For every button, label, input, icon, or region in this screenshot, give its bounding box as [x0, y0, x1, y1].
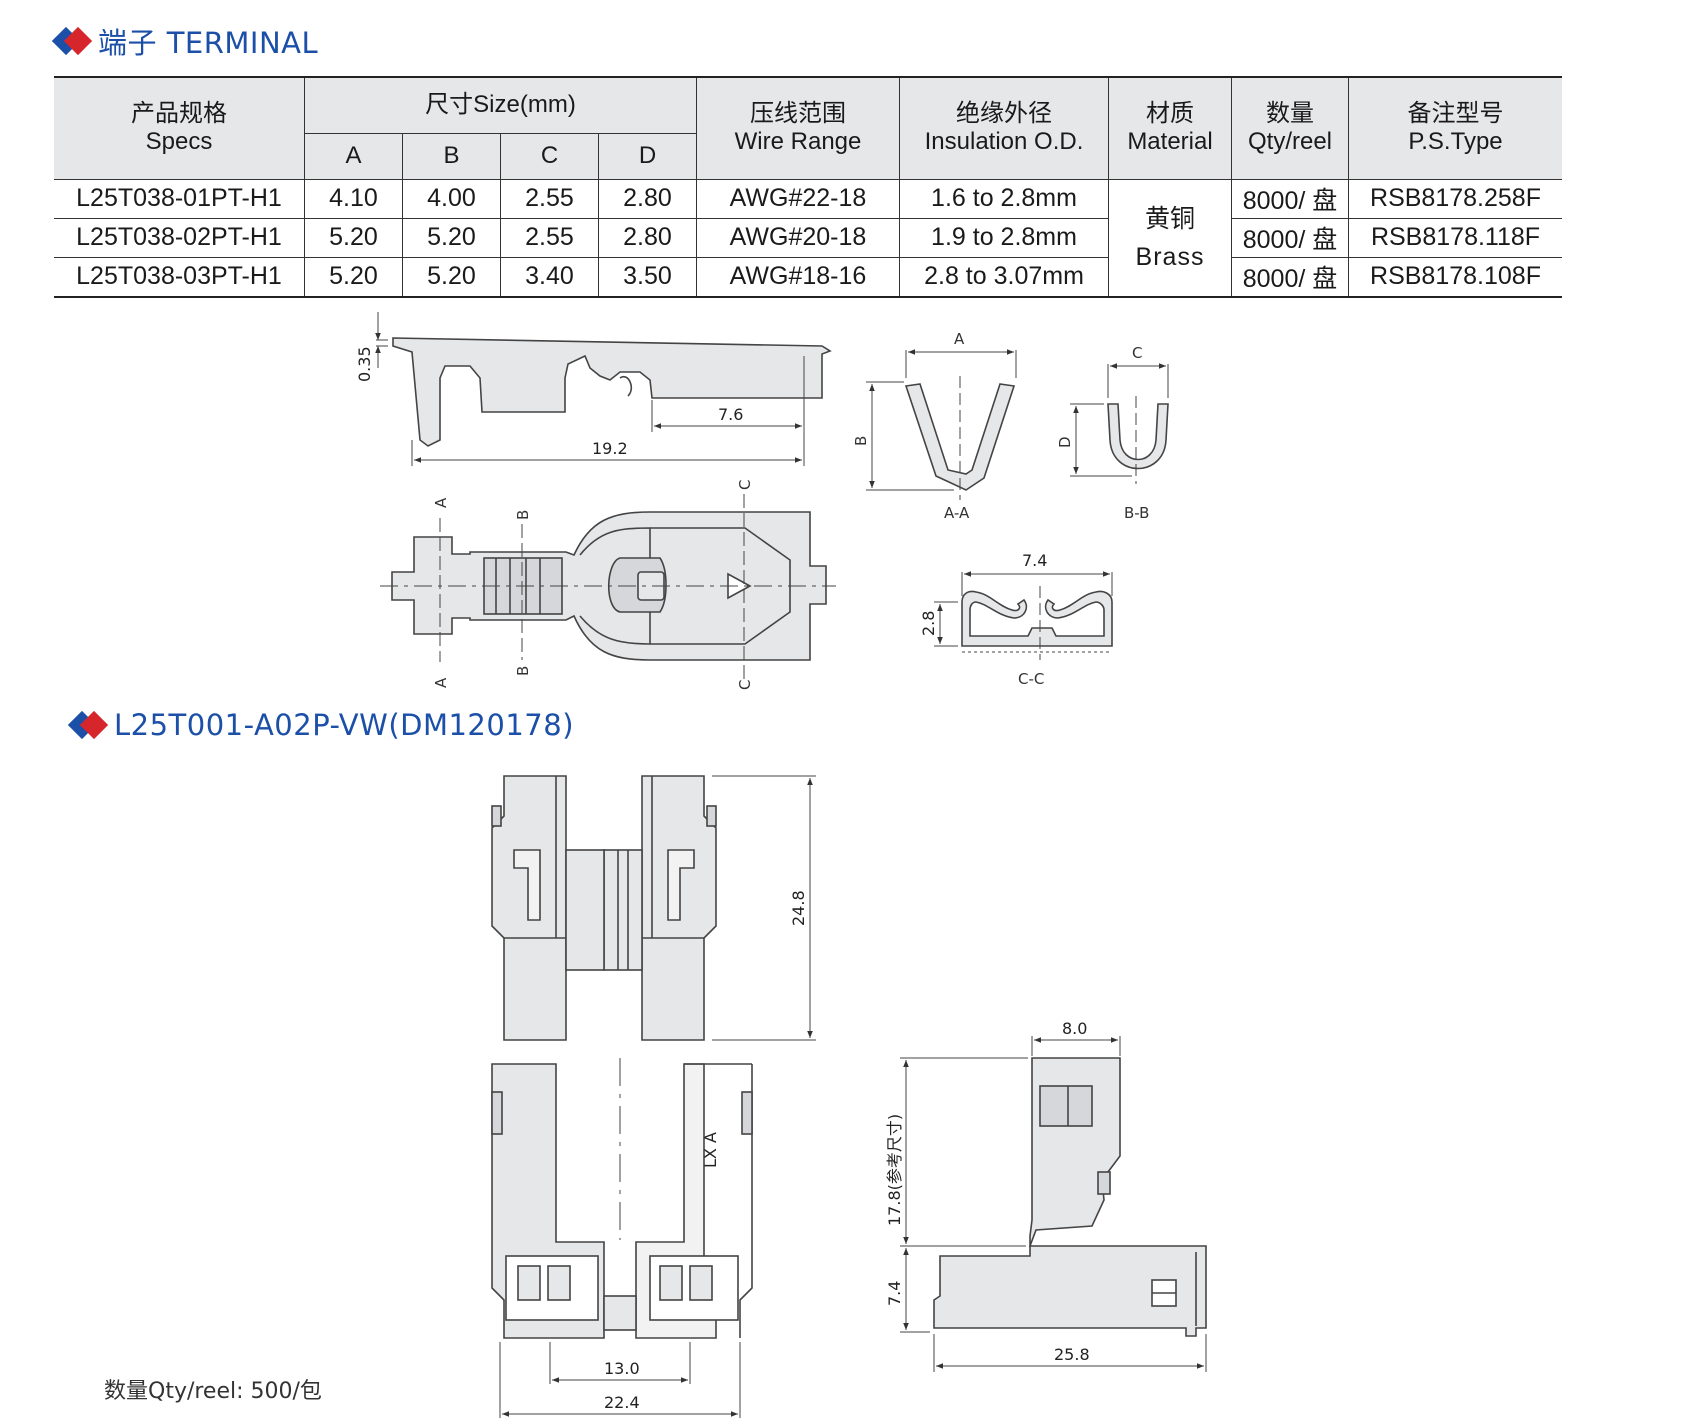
cell-insulation: 2.8 to 3.07mm [899, 256, 1109, 297]
cell-ps-type: RSB8178.118F [1348, 217, 1562, 258]
section-heading-terminal: 端子 TERMINAL [51, 20, 319, 62]
dim-7-4-terminal: 7.4 [1022, 551, 1047, 570]
cell-qty: 8000/ 盘 [1231, 217, 1349, 258]
dim-2-8: 2.8 [919, 611, 938, 636]
header-col-a: A [304, 132, 403, 180]
cell-insulation: 1.9 to 2.8mm [899, 217, 1109, 258]
header-size: 尺寸Size(mm) [304, 76, 697, 134]
cell-wire: AWG#18-16 [696, 256, 900, 297]
label-a-bottom: A [432, 677, 450, 688]
dim-17-8: 17.8(参考尺寸) [885, 1114, 904, 1226]
section-cc-label: C-C [1018, 670, 1044, 688]
label-b-bottom: B [514, 666, 532, 676]
cell-c: 2.55 [500, 217, 599, 258]
header-col-c: C [500, 132, 599, 180]
cell-insulation: 1.6 to 2.8mm [899, 178, 1109, 219]
table-row: L25T038-03PT-H1 5.20 5.20 3.40 3.50 AWG#… [54, 256, 1562, 297]
dim-8-0: 8.0 [1062, 1019, 1087, 1038]
cell-wire: AWG#20-18 [696, 217, 900, 258]
section-title: L25T001-A02P-VW(DM120178) [114, 708, 575, 742]
dim-24-8: 24.8 [789, 890, 808, 926]
terminal-side-view [375, 312, 832, 466]
section-aa-label: A-A [944, 504, 970, 522]
cell-b: 5.20 [402, 256, 501, 297]
section-title: 端子 TERMINAL [98, 26, 319, 60]
dim-thickness: 0.35 [355, 346, 374, 382]
cell-d: 2.80 [598, 217, 697, 258]
label-c-bottom: C [736, 680, 754, 690]
label-b-top: B [514, 510, 532, 520]
housing-marking: LX A [701, 1132, 720, 1168]
cell-b: 5.20 [402, 217, 501, 258]
label-c-top: C [736, 480, 754, 490]
table-row: L25T038-01PT-H1 4.10 4.00 2.55 2.80 AWG#… [54, 178, 1562, 297]
cell-ps-type: RSB8178.258F [1348, 178, 1562, 219]
label-a-section: A [954, 330, 965, 348]
dim-25-8: 25.8 [1054, 1345, 1090, 1364]
dim-7-6: 7.6 [718, 405, 743, 424]
dim-13-0: 13.0 [604, 1359, 640, 1378]
cell-d: 3.50 [598, 256, 697, 297]
cell-a: 5.20 [304, 256, 403, 297]
header-col-b: B [402, 132, 501, 180]
cell-c: 3.40 [500, 256, 599, 297]
cell-spec: L25T038-02PT-H1 [54, 217, 305, 258]
diamond-bullet-icon [67, 710, 109, 740]
cell-qty: 8000/ 盘 [1231, 178, 1349, 219]
dim-7-4-housing: 7.4 [885, 1281, 904, 1306]
label-d-section: D [1056, 436, 1074, 448]
label-b-section: B [852, 436, 870, 446]
housing-top-view [491, 775, 816, 1041]
section-heading-housing: L25T001-A02P-VW(DM120178) [67, 708, 575, 742]
cell-qty: 8000/ 盘 [1231, 256, 1349, 297]
cell-ps-type: RSB8178.108F [1348, 256, 1562, 297]
dim-19-2: 19.2 [592, 439, 628, 458]
section-c-c [934, 571, 1113, 660]
cell-spec: L25T038-03PT-H1 [54, 256, 305, 297]
housing-bottom-view [491, 1058, 753, 1418]
label-c-section: C [1132, 344, 1142, 362]
section-b-b [1070, 363, 1169, 484]
section-a-a [866, 349, 1017, 500]
table-row: L25T038-02PT-H1 5.20 5.20 2.55 2.80 AWG#… [54, 217, 1562, 258]
cell-d: 2.80 [598, 178, 697, 219]
cell-b: 4.00 [402, 178, 501, 219]
dim-22-4: 22.4 [604, 1393, 640, 1412]
terminal-top-view [380, 494, 836, 680]
qty-per-reel-note: 数量Qty/reel: 500/包 [104, 1379, 322, 1404]
cell-wire: AWG#22-18 [696, 178, 900, 219]
section-bb-label: B-B [1124, 504, 1149, 522]
housing-side-view [900, 1036, 1207, 1372]
label-a-top: A [432, 497, 450, 508]
